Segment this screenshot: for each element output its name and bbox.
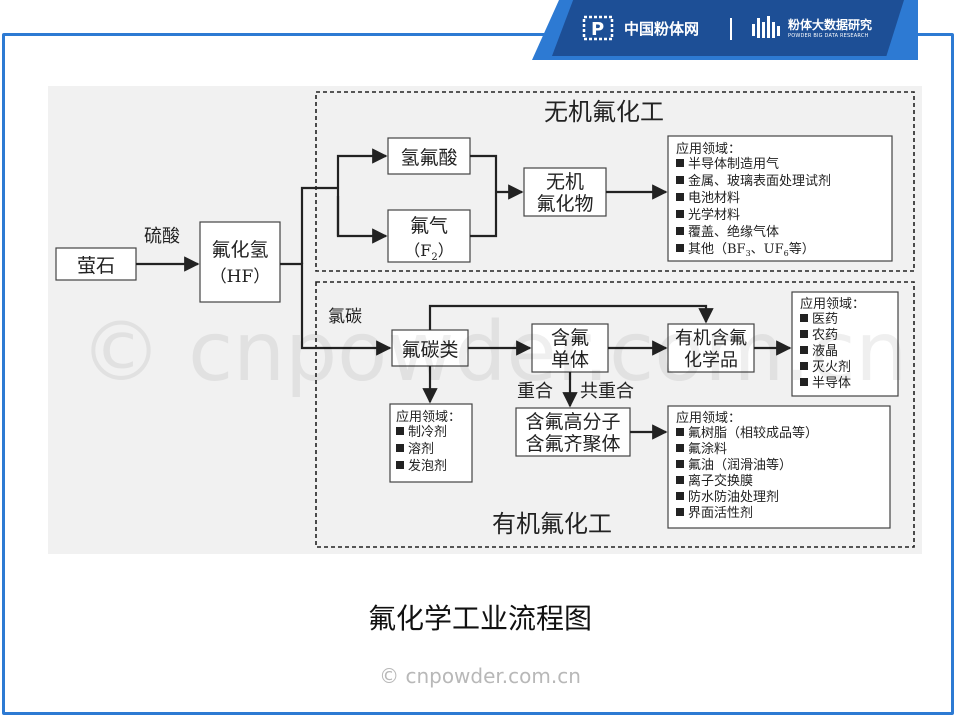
- polymer-applications-title: 应用领域：: [676, 410, 741, 426]
- organic-group-box: [315, 281, 915, 548]
- brand-separator: [730, 18, 732, 40]
- fluoropolymer-label-line2: 含氟齐聚体: [525, 433, 620, 455]
- polymer-applications-list: 应用领域： 氟树脂（相较成品等） 氟涂料 氟油（润滑油等） 离子交换膜 防水防油…: [676, 410, 818, 521]
- application-item-others: 其他（BF3、UF6等）: [688, 241, 815, 258]
- fluorochemical-flow-diagram: 无机氟化工 有机氟化工 萤石 氟化氢 （HF） 氢氟酸 氟气 （F2） 无机 氟…: [48, 86, 922, 554]
- application-item: 农药: [812, 328, 838, 343]
- application-item: 灭火剂: [812, 360, 851, 375]
- inorganic-group-title: 无机氟化工: [544, 98, 664, 126]
- fluoropolymer-label-line1: 含氟高分子: [525, 411, 620, 433]
- fluorine-gas-label-line1: 氟气: [410, 215, 448, 237]
- big-data-logo-icon: [752, 16, 780, 38]
- inorganic-fluoride-label-line1: 无机: [546, 171, 584, 193]
- fluorite-box: [55, 247, 137, 281]
- fluoro-monomer-label-line1: 含氟: [551, 327, 589, 349]
- polymer-applications-box: [667, 405, 891, 529]
- brand-site-name: 中国粉体网: [624, 20, 700, 38]
- application-item: 离子交换膜: [688, 473, 753, 489]
- polymerization-label: 重合: [517, 381, 553, 402]
- arrow-to-fluorine-gas: [336, 196, 388, 244]
- fluoro-monomer-label-line2: 单体: [551, 349, 589, 371]
- svg-text:P: P: [591, 19, 604, 40]
- application-item: 半导体: [812, 376, 851, 391]
- application-item: 制冷剂: [408, 425, 447, 440]
- copolymerization-label: 共重合: [580, 381, 634, 402]
- application-item: 界面活性剂: [688, 506, 753, 521]
- fluorine-gas-label-line2: （F2）: [404, 241, 454, 263]
- hydrofluoric-acid-label: 氢氟酸: [400, 147, 457, 169]
- fluorocarbon-applications-title: 应用领域：: [396, 409, 461, 425]
- inorganic-group-box: [315, 91, 915, 272]
- fluorite-label: 萤石: [77, 255, 115, 277]
- fluorocarbons-label: 氟碳类: [401, 339, 458, 361]
- organic-fluoro-chemicals-label-line1: 有机含氟: [675, 328, 747, 349]
- organic-chemicals-applications-list: 应用领域： 医药 农药 液晶 灭火剂 半导体: [800, 296, 865, 391]
- application-item: 氟涂料: [688, 441, 727, 457]
- brand-research-subtitle: POWDER BIG DATA RESEARCH: [788, 33, 869, 39]
- cnpowder-logo-icon: P: [582, 15, 614, 41]
- application-item: 金属、玻璃表面处理试剂: [688, 173, 831, 189]
- application-item: 覆盖、绝缘气体: [688, 224, 779, 240]
- application-item: 电池材料: [688, 191, 740, 206]
- organic-fluoro-chemicals-label-line2: 化学品: [684, 350, 738, 371]
- organic-group-title: 有机氟化工: [492, 510, 612, 538]
- application-item: 发泡剂: [408, 458, 447, 474]
- flow-arrows: [136, 148, 792, 440]
- hydrogen-fluoride-box: [199, 221, 281, 303]
- figure-caption: 氟化学工业流程图: [367, 602, 592, 635]
- arrow-hf-to-fluorocarbons: [280, 262, 392, 356]
- application-item: 防水防油处理剂: [688, 489, 779, 505]
- inorganic-applications-list: 应用领域： 半导体制造用气 金属、玻璃表面处理试剂 电池材料 光学材料 覆盖、绝…: [676, 141, 831, 258]
- inorganic-applications-box: [667, 135, 893, 262]
- fluoropolymer-box: [515, 407, 631, 457]
- content-frame: [2, 33, 954, 715]
- inorganic-fluoride-label-line2: 氟化物: [536, 193, 593, 215]
- hf-label-line2: （HF）: [210, 267, 271, 287]
- watermark: © cnpowder.com.cn: [80, 305, 908, 400]
- application-item: 液晶: [812, 344, 838, 359]
- application-item: 氟油（润滑油等）: [688, 457, 792, 473]
- organic-chemicals-applications-box: [791, 291, 899, 397]
- application-item: 半导体制造用气: [688, 156, 779, 172]
- organic-chemicals-applications-title: 应用领域：: [800, 296, 865, 312]
- brand-banner-inner: [552, 0, 904, 56]
- fluorocarbon-applications-list: 应用领域： 制冷剂 溶剂 发泡剂: [396, 409, 461, 474]
- application-item: 溶剂: [408, 442, 434, 457]
- application-item: 医药: [812, 312, 838, 327]
- application-item: 光学材料: [688, 207, 740, 223]
- copyright-notice: © cnpowder.com.cn: [379, 664, 581, 688]
- chlorocarbon-label: 氯碳: [328, 307, 362, 327]
- organic-fluoro-chemicals-box: [667, 323, 755, 373]
- line-hf-branch: [300, 186, 338, 264]
- line-merge-inorganic: [470, 154, 498, 238]
- sulfuric-acid-label: 硫酸: [144, 226, 180, 247]
- arrow-fluorocarbons-direct-to-chemicals: [428, 304, 714, 330]
- inorganic-applications-title: 应用领域：: [676, 141, 741, 157]
- application-item: 氟树脂（相较成品等）: [688, 425, 818, 441]
- brand-research-name: 粉体大数据研究: [788, 18, 873, 32]
- hf-label-line1: 氟化氢: [211, 239, 268, 261]
